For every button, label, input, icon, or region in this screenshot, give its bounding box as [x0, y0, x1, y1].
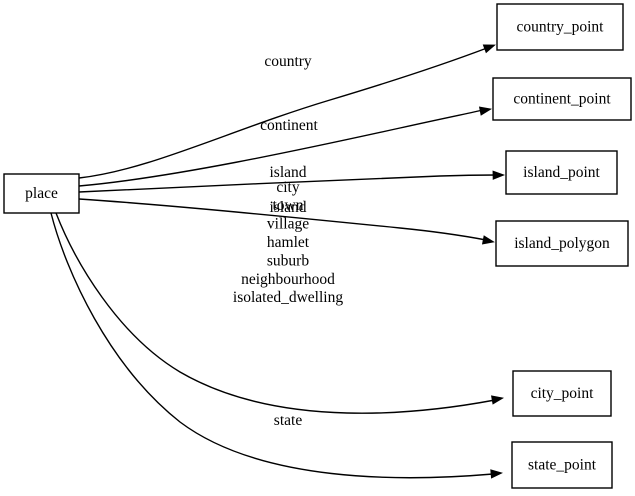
- node-city_point[interactable]: city_point: [512, 370, 612, 417]
- arrow-head-icon: [490, 469, 503, 479]
- edge-line: [78, 198, 487, 241]
- arrow-head-icon: [478, 106, 492, 116]
- edge-place-state_point-label: state: [274, 412, 303, 429]
- edge-label-line: town: [273, 197, 304, 214]
- edge-label-line: island: [269, 199, 306, 216]
- edge-place-island_polygon: [78, 198, 495, 245]
- arrow-head-icon: [481, 235, 495, 245]
- edge-label-line: isolated_dwelling: [233, 289, 343, 306]
- edge-line: [78, 109, 484, 187]
- node-box[interactable]: [492, 77, 632, 121]
- edge-place-country_point-label: country: [264, 53, 312, 70]
- node-box[interactable]: [496, 3, 624, 51]
- node-box[interactable]: [505, 150, 618, 195]
- node-box[interactable]: [512, 370, 612, 417]
- node-label: island_polygon: [514, 235, 610, 252]
- node-label: city_point: [531, 385, 595, 402]
- edge-place-island_polygon-label: island: [269, 199, 306, 216]
- node-island_point[interactable]: island_point: [505, 150, 618, 195]
- edge-place-island_point: [78, 170, 505, 193]
- node-country_point[interactable]: country_point: [496, 3, 624, 51]
- edge-place-continent_point-label: continent: [260, 117, 318, 134]
- edge-line: [78, 174, 497, 193]
- node-box[interactable]: [511, 441, 613, 489]
- arrow-head-icon: [491, 395, 504, 405]
- edge-label-line: suburb: [267, 252, 309, 269]
- node-label: place: [25, 185, 58, 202]
- node-box[interactable]: [495, 220, 629, 267]
- node-label: state_point: [528, 457, 597, 474]
- edge-line: [55, 212, 496, 414]
- edge-place-state_point: [50, 212, 503, 479]
- edge-label-line: island: [269, 164, 306, 181]
- edge-label-line: neighbourhood: [241, 271, 335, 288]
- edge-label-line: hamlet: [267, 234, 310, 251]
- edge-place-city_point: [55, 212, 504, 414]
- edge-line: [78, 47, 488, 179]
- edge-label-line: state: [274, 412, 303, 429]
- edge-label-line: village: [267, 216, 309, 233]
- edge-place-continent_point: [78, 106, 492, 187]
- edges-layer: [50, 44, 505, 479]
- arrow-head-icon: [492, 170, 505, 180]
- node-label: island_point: [523, 164, 600, 181]
- edge-label-line: city: [276, 179, 299, 196]
- node-label: country_point: [517, 19, 605, 36]
- node-continent_point[interactable]: continent_point: [492, 77, 632, 121]
- node-place[interactable]: place: [3, 173, 80, 214]
- edge-place-country_point: [78, 44, 496, 179]
- node-state_point[interactable]: state_point: [511, 441, 613, 489]
- edge-line: [50, 212, 494, 479]
- nodes-layer: place country_point continent_point island_…: [3, 3, 632, 489]
- arrow-head-icon: [482, 44, 496, 54]
- node-label: continent_point: [513, 91, 611, 108]
- edge-label-line: continent: [260, 117, 318, 134]
- node-island_polygon[interactable]: island_polygon: [495, 220, 629, 267]
- edge-label-line: country: [264, 53, 312, 70]
- node-box[interactable]: [3, 173, 80, 214]
- edge-place-island_point-label: island: [269, 164, 306, 181]
